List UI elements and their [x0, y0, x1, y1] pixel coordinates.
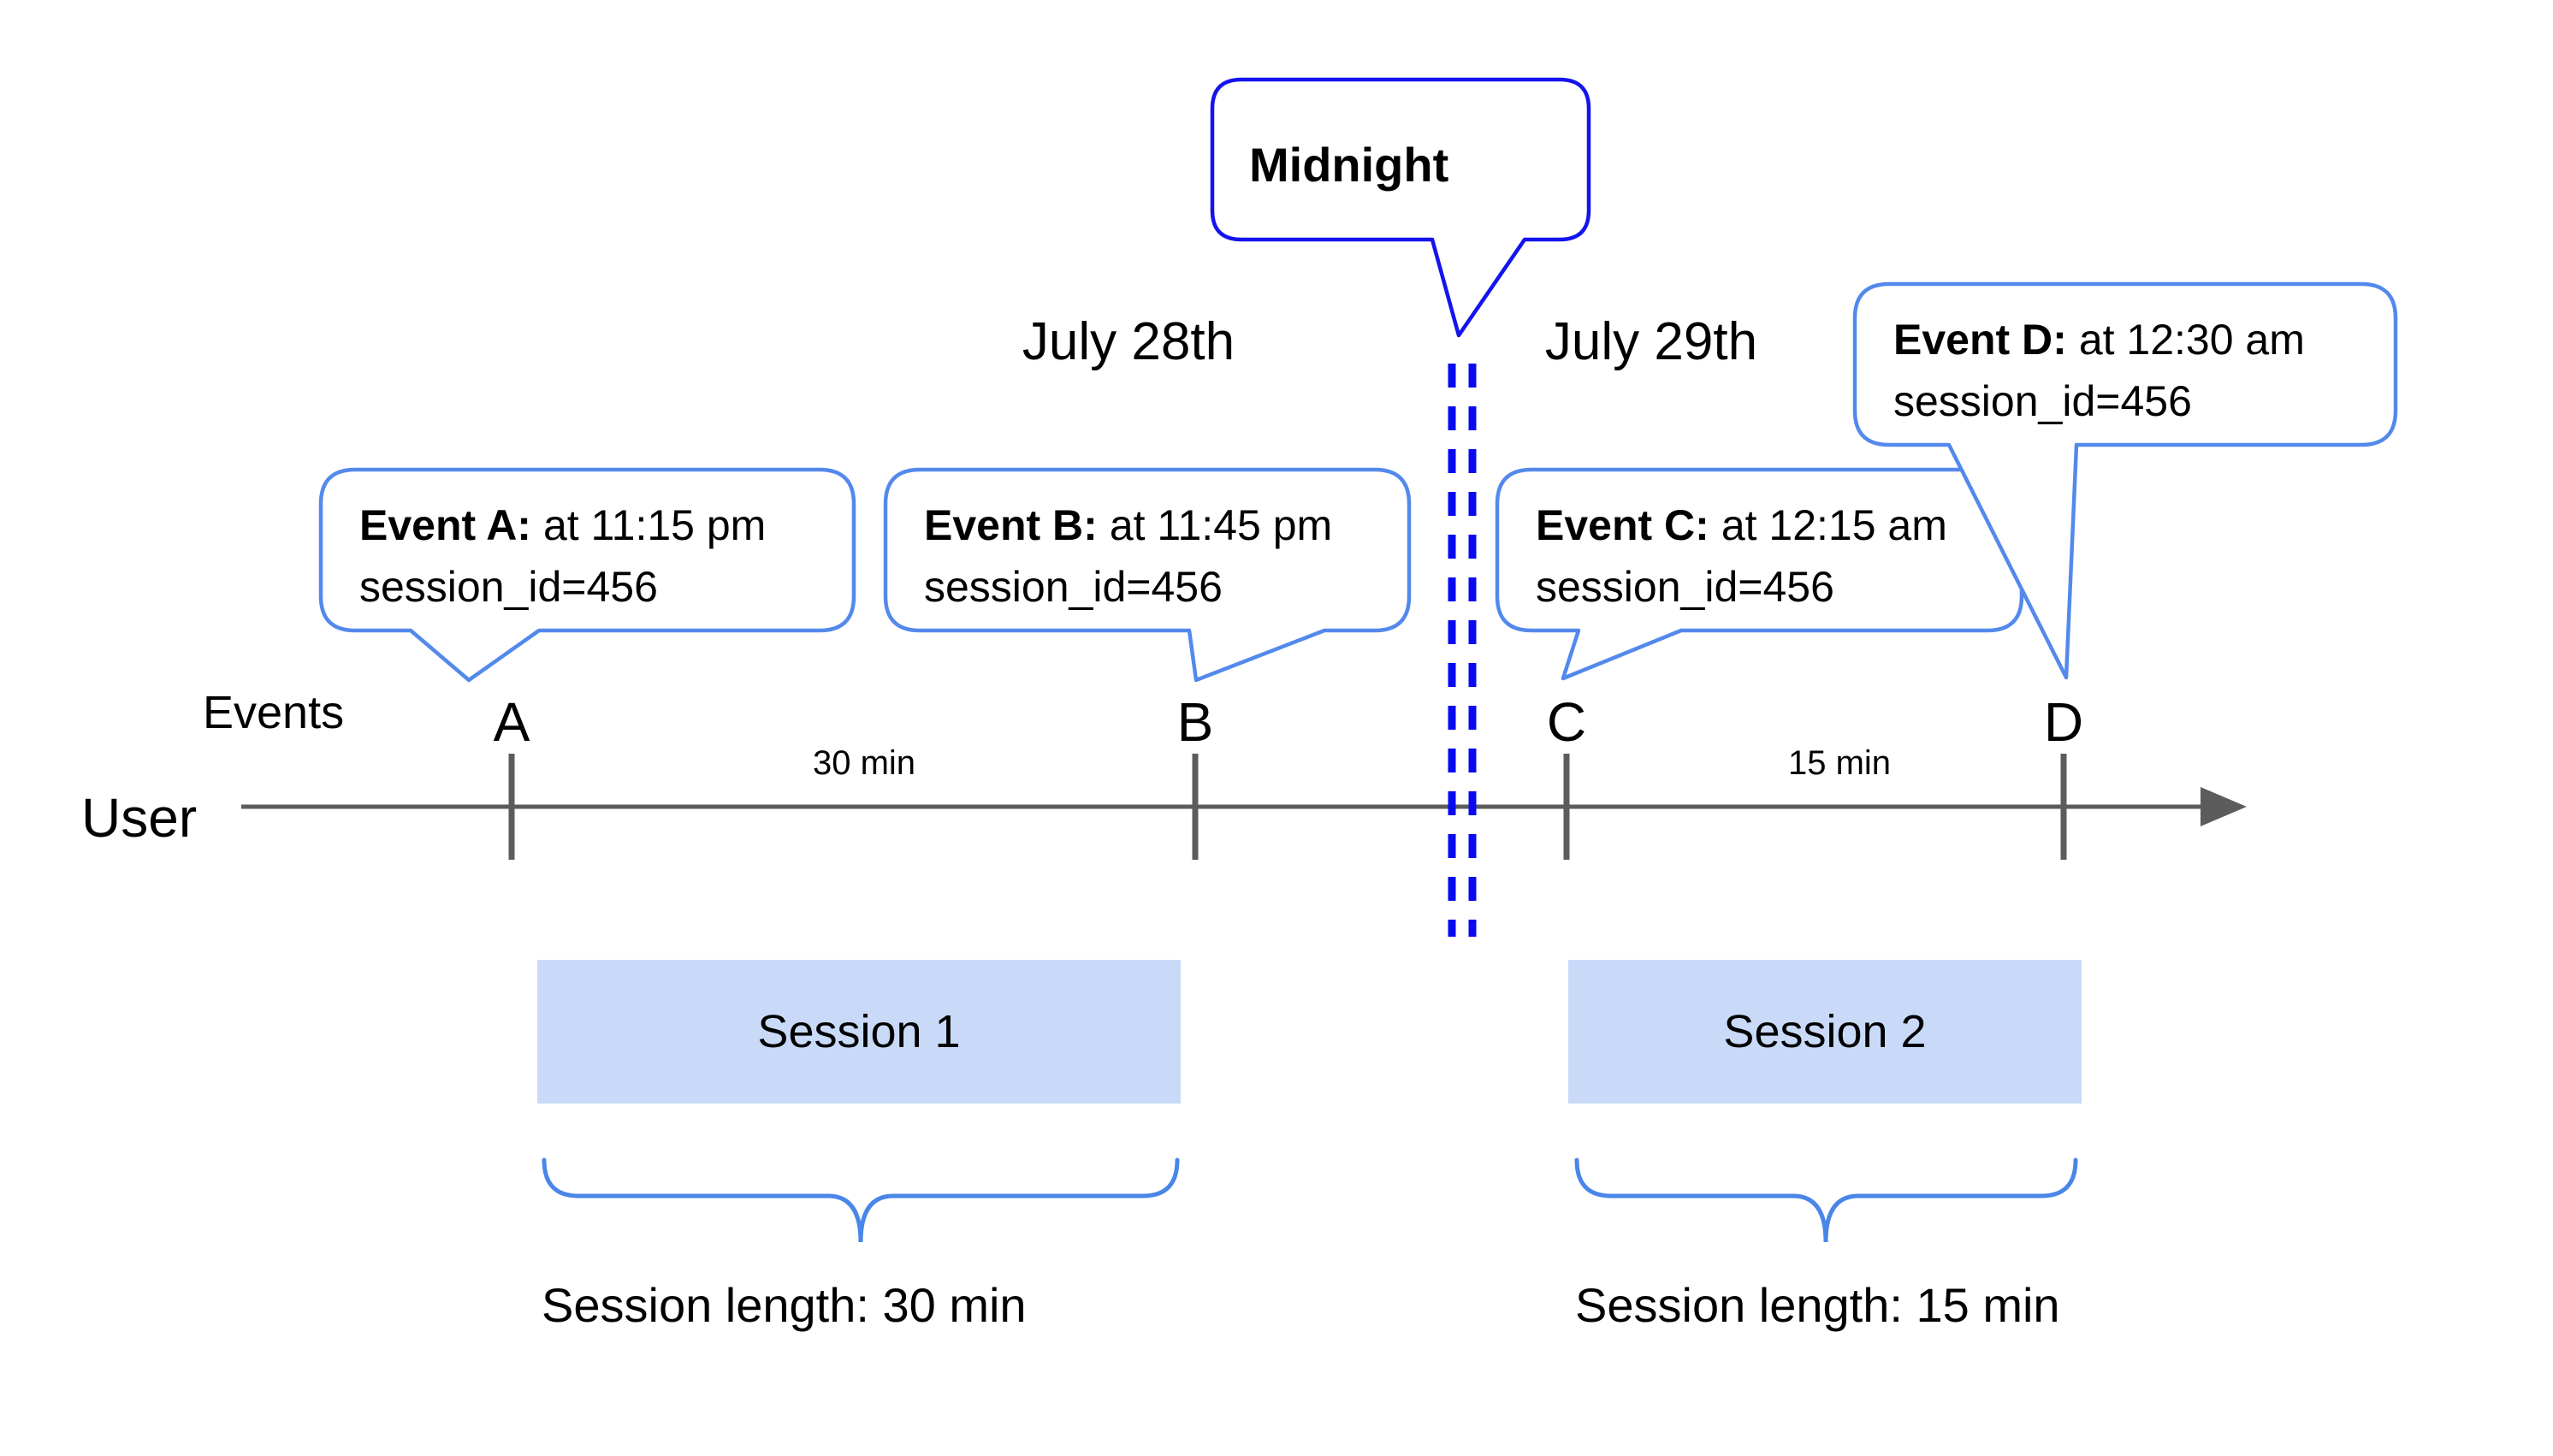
interval-label-15min: 15 min	[1788, 744, 1891, 782]
event-callout-d-time: at 12:30 am	[2079, 316, 2305, 364]
event-callout-b-line1: Event B:at 11:45 pm	[924, 501, 1332, 549]
event-letter-c: C	[1547, 691, 1586, 753]
event-callout-a-time: at 11:15 pm	[543, 501, 766, 549]
event-callout-b: Event B:at 11:45 pm session_id=456	[883, 467, 1412, 683]
event-callout-c-line1: Event C:at 12:15 am	[1536, 501, 1947, 549]
event-callout-b-bold: Event B:	[924, 501, 1098, 549]
event-callout-d-bold: Event D:	[1893, 316, 2067, 364]
event-callout-b-time: at 11:45 pm	[1110, 501, 1332, 549]
session-1-brace	[542, 1157, 1180, 1243]
session-2-box	[1568, 960, 2082, 1104]
user-timeline	[241, 754, 2247, 860]
event-callout-c: Event C:at 12:15 am session_id=456	[1495, 467, 2024, 681]
event-callout-a-line2: session_id=456	[359, 563, 658, 611]
timeline-arrowhead-icon	[2201, 787, 2247, 826]
events-axis-label: Events	[203, 687, 344, 738]
session-2: Session 2 Session length: 15 min	[1568, 960, 2082, 1332]
interval-label-30min: 30 min	[813, 744, 915, 782]
session-2-label: Session 2	[1723, 1006, 1926, 1057]
session-1-length-label: Session length: 30 min	[542, 1278, 1027, 1332]
midnight-callout: Midnight	[1210, 77, 1591, 338]
event-callout-c-line2: session_id=456	[1536, 563, 1834, 611]
session-2-length-label: Session length: 15 min	[1575, 1278, 2060, 1332]
event-callout-a-line1: Event A:at 11:15 pm	[359, 501, 766, 549]
event-letter-d: D	[2044, 691, 2083, 753]
event-callout-c-time: at 12:15 am	[1721, 501, 1947, 549]
event-callout-b-line2: session_id=456	[924, 563, 1223, 611]
event-callout-a-bold: Event A:	[359, 501, 531, 549]
session-1-label: Session 1	[757, 1006, 960, 1057]
user-label: User	[81, 787, 197, 849]
session-2-brace	[1574, 1157, 2078, 1243]
event-letter-a: A	[494, 691, 530, 753]
event-callout-d-bubble	[1852, 281, 2398, 680]
session-1: Session 1 Session length: 30 min	[537, 960, 1181, 1332]
date-label-july-28: July 28th	[1022, 312, 1235, 371]
event-callout-d-line1: Event D:at 12:30 am	[1893, 316, 2305, 364]
session-1-box	[537, 960, 1181, 1104]
midnight-callout-bubble	[1210, 77, 1591, 338]
date-label-july-29: July 29th	[1545, 312, 1757, 371]
event-letter-b: B	[1177, 691, 1214, 753]
midnight-callout-label: Midnight	[1249, 138, 1448, 192]
event-callout-d-line2: session_id=456	[1893, 377, 2192, 425]
event-callout-a: Event A:at 11:15 pm session_id=456	[318, 467, 856, 683]
midnight-divider	[1448, 364, 1477, 937]
event-callout-c-bold: Event C:	[1536, 501, 1709, 549]
event-callout-d: Event D:at 12:30 am session_id=456	[1852, 281, 2398, 680]
event-callout-a-bubble	[318, 467, 856, 683]
event-callout-b-bubble	[883, 467, 1412, 683]
